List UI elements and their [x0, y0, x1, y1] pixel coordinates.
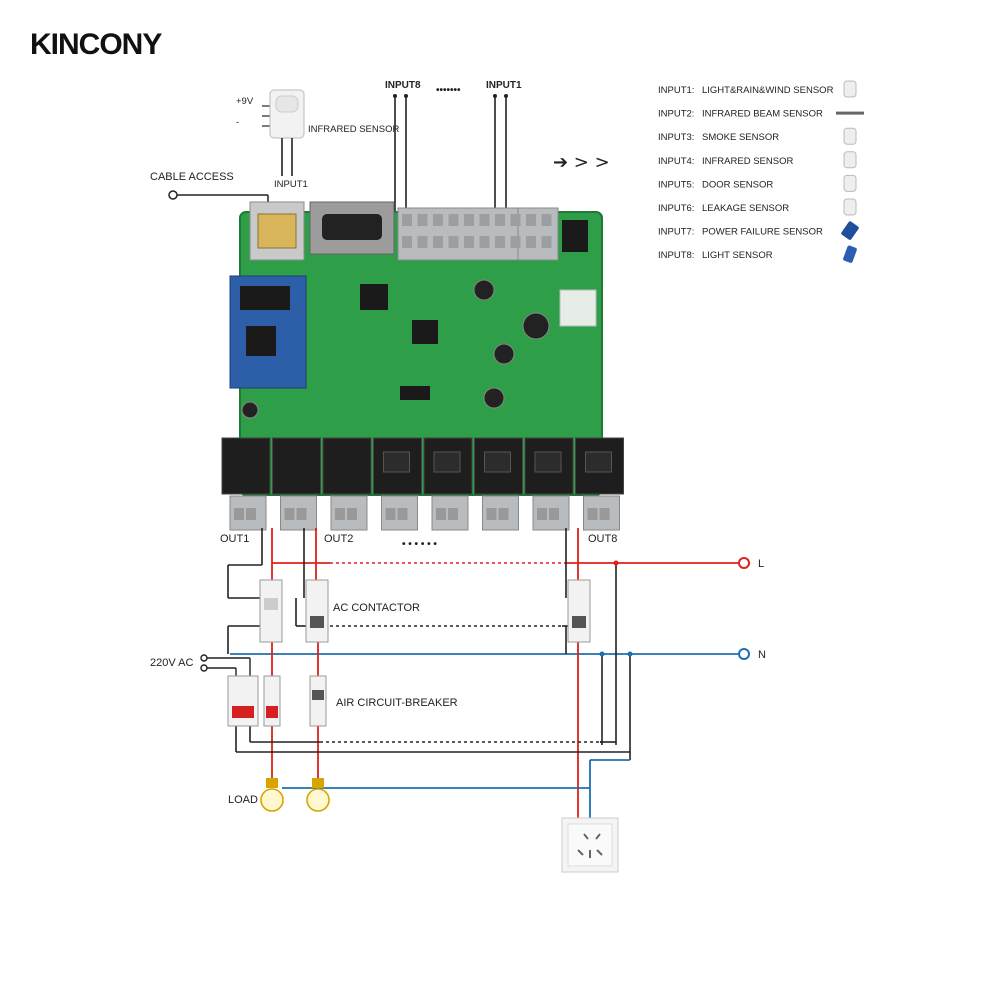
input-terminal-slot	[526, 214, 536, 226]
legend-sensor-label: INFRARED SENSOR	[702, 156, 793, 167]
air-circuit-breaker-1	[263, 675, 281, 727]
ic-chip	[400, 386, 430, 400]
sensor-input-label: INPUT1	[274, 179, 308, 190]
wall-socket	[561, 817, 619, 873]
input-terminal-slot	[510, 214, 521, 226]
out-dots: • • • • • •	[402, 539, 437, 550]
label-sticker	[559, 289, 597, 327]
relay-2	[272, 437, 321, 495]
legend-input-label: INPUT3:	[658, 132, 694, 143]
legend-sensor-label: LEAKAGE SENSOR	[702, 203, 789, 214]
capacitor	[493, 343, 515, 365]
arrows: ➔ > >	[553, 152, 610, 173]
ac-220-label: 220V AC	[150, 657, 193, 669]
kincony-logo: KINCONY	[30, 28, 162, 61]
leak-sensor-icon	[843, 198, 857, 216]
input-terminal-slot	[417, 214, 428, 226]
beam-sensor-icon	[836, 111, 864, 115]
legend-input-label: INPUT5:	[658, 179, 694, 190]
input-terminal-slot	[479, 214, 490, 226]
ac-contactor-label: AC CONTACTOR	[333, 602, 420, 614]
weather-station-icon	[843, 80, 857, 98]
air-circuit-breaker-main	[227, 675, 259, 727]
legend-row: INPUT4: INFRARED SENSOR	[658, 151, 857, 169]
legend-row: INPUT8: LIGHT SENSOR	[658, 245, 857, 263]
relay-bank	[221, 437, 624, 495]
legend-row: INPUT2: INFRARED BEAM SENSOR	[658, 109, 864, 120]
out8-label: OUT8	[588, 533, 617, 545]
l-label: L	[758, 558, 764, 570]
legend-input-label: INPUT2:	[658, 109, 694, 120]
minus-label: -	[236, 117, 239, 128]
legend-row: INPUT5: DOOR SENSOR	[658, 174, 857, 192]
n-label: N	[758, 649, 766, 661]
l-terminal	[738, 557, 750, 569]
power-wiring	[200, 528, 750, 818]
ac-contactor-1	[259, 579, 283, 643]
light-sensor-icon	[843, 245, 857, 263]
legend-row: INPUT1: LIGHT&RAIN&WIND SENSOR	[658, 80, 857, 98]
out2-label: OUT2	[324, 533, 353, 545]
capacitor	[473, 279, 495, 301]
air-circuit-breaker-2	[309, 675, 327, 727]
load-label: LOAD	[228, 794, 258, 806]
sensor-legend: INPUT1: LIGHT&RAIN&WIND SENSOR INPUT2: INFR…	[658, 80, 864, 263]
ac-contactor-2	[305, 579, 329, 643]
ac-contactor-8	[567, 579, 591, 643]
pir-sensor-icon	[843, 151, 857, 169]
air-breaker-label: AIR CIRCUIT-BREAKER	[336, 697, 458, 709]
load-bulb-1	[260, 778, 284, 812]
legend-row: INPUT7: POWER FAILURE SENSOR	[658, 221, 859, 240]
input-terminal-slot	[433, 214, 443, 226]
capacitor	[522, 312, 550, 340]
controller-board	[221, 201, 624, 531]
legend-sensor-label: SMOKE SENSOR	[702, 132, 779, 143]
infrared-sensor	[262, 89, 305, 176]
legend-sensor-label: LIGHT&RAIN&WIND SENSOR	[702, 85, 834, 96]
input-terminal-slot	[402, 214, 412, 226]
input-terminal-slot	[495, 214, 505, 226]
legend-sensor-label: DOOR SENSOR	[702, 179, 773, 190]
legend-row: INPUT3: SMOKE SENSOR	[658, 127, 857, 145]
output-terminals	[229, 495, 620, 531]
legend-input-label: INPUT4:	[658, 156, 694, 167]
legend-input-label: INPUT1:	[658, 85, 694, 96]
ic-chip	[412, 320, 438, 344]
legend-input-label: INPUT7:	[658, 227, 694, 238]
input-dots: •••••••	[436, 85, 461, 96]
legend-sensor-label: LIGHT SENSOR	[702, 250, 773, 261]
input8-label: INPUT8	[385, 80, 421, 91]
capacitor	[241, 401, 259, 419]
relay-1	[221, 437, 271, 495]
legend-sensor-label: INFRARED BEAM SENSOR	[702, 109, 823, 120]
input1-label: INPUT1	[486, 80, 522, 91]
relay-3	[322, 437, 372, 495]
power-jack	[562, 220, 588, 252]
input-wires	[393, 94, 508, 212]
plus9v-label: +9V	[236, 96, 254, 107]
legend-row: INPUT6: LEAKAGE SENSOR	[658, 198, 857, 216]
load-bulb-2	[306, 778, 330, 812]
power-failure-sensor-icon	[841, 221, 859, 240]
relay-4	[373, 437, 422, 495]
cable-access-label: CABLE ACCESS	[150, 171, 234, 183]
infrared-sensor-label: INFRARED SENSOR	[308, 124, 399, 135]
out1-label: OUT1	[220, 533, 249, 545]
input-terminal-slot	[448, 214, 459, 226]
ic-chip	[360, 284, 388, 310]
input-terminal-slot	[541, 214, 552, 226]
legend-input-label: INPUT6:	[658, 203, 694, 214]
n-terminal	[738, 648, 750, 660]
smoke-detector-icon	[843, 127, 857, 145]
legend-input-label: INPUT8:	[658, 250, 694, 261]
legend-sensor-label: POWER FAILURE SENSOR	[702, 227, 823, 238]
door-sensor-icon	[843, 174, 857, 192]
capacitor	[483, 387, 505, 409]
input-terminal-slot	[464, 214, 474, 226]
